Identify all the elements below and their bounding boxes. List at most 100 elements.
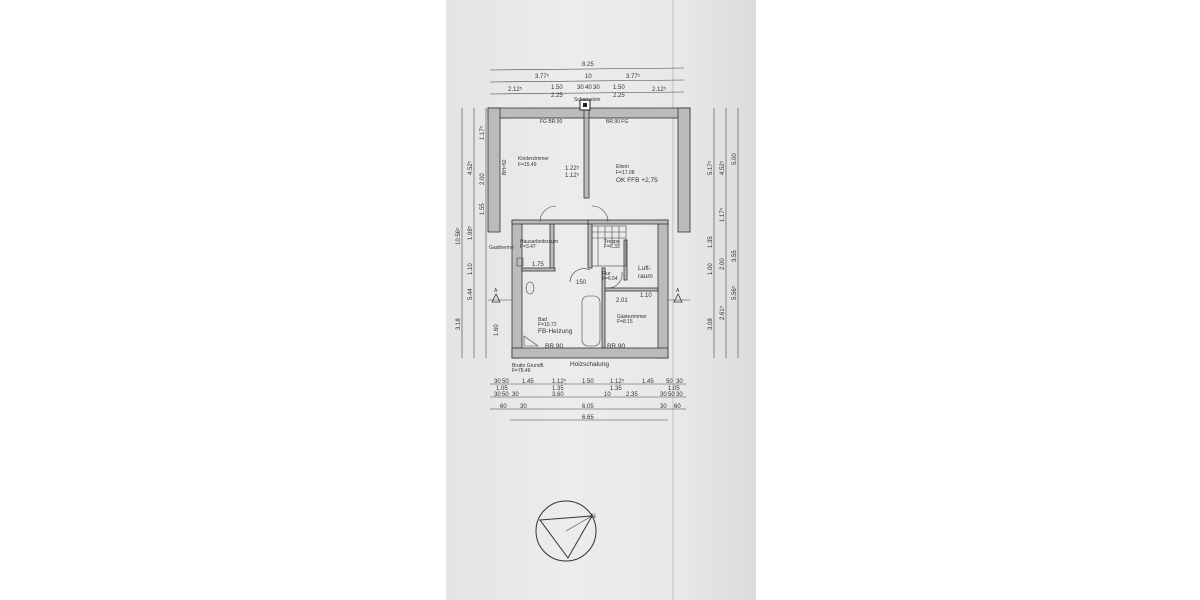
dim: 1.12⁵ xyxy=(565,172,580,179)
room-labels: Schornstein FG BR.90 BR.90 FG BH=50 Kind… xyxy=(489,97,658,374)
dim: 1.55 xyxy=(480,203,486,215)
label-floor-level: OK FFB +2,75 xyxy=(616,177,658,184)
dim: 30 xyxy=(676,379,683,385)
dim: 2.12⁵ xyxy=(652,86,667,93)
dim: 1.35 xyxy=(610,386,622,392)
bottom-dimensions: 30 50 1.45 1.12⁵ 1.50 1.12⁵ 1.45 50 30 1… xyxy=(490,378,686,421)
dim: 1.17⁵ xyxy=(479,125,486,140)
section-label: A xyxy=(676,288,680,294)
toilet xyxy=(525,281,535,295)
dim: 60 xyxy=(500,404,507,410)
dim: 30 xyxy=(494,379,501,385)
dim: 40 xyxy=(585,85,592,91)
label-gross-area-value: F=78.46 xyxy=(512,368,531,374)
dim: 4.52⁵ xyxy=(467,160,474,175)
bathtub xyxy=(581,295,601,347)
dim: 1.50 xyxy=(582,379,594,385)
dim: 3.18 xyxy=(456,318,462,330)
dim: 60 xyxy=(674,404,681,410)
dim-total-width: 8.25 xyxy=(582,62,594,68)
shower xyxy=(523,335,539,347)
dim: 1.45 xyxy=(522,379,534,385)
label-window: FG BR.90 xyxy=(540,119,562,125)
dim: 1.00 xyxy=(708,263,714,275)
dim: 30 xyxy=(593,85,600,91)
dim: 1.98⁵ xyxy=(467,225,474,240)
dim: 1.35 xyxy=(552,386,564,392)
door-swing xyxy=(607,271,623,289)
dim: 1.10 xyxy=(640,293,652,299)
top-dimensions: 8.25 3.77⁵ 10 3.77⁵ 2.12⁵ 1.50 2.25 30 4… xyxy=(489,62,685,99)
dim-total-width: 6.65 xyxy=(582,415,594,421)
section-marker-left: A xyxy=(488,288,512,303)
dim: 50 xyxy=(668,392,675,398)
label-gaestezimmer: Gästezimmer xyxy=(617,314,647,320)
dim: 1.22⁵ xyxy=(565,165,580,172)
left-dimensions: 10.56⁵ 5.44 4.52⁵ 2.00 1.55 1.17⁵ 1.98⁵ … xyxy=(455,108,500,358)
label-hauswirtschaftsraum: Hausarbeitsraum xyxy=(520,239,558,245)
dim: 2.25 xyxy=(551,93,563,99)
dim: 2.61⁵ xyxy=(719,305,726,320)
dim: 6.05 xyxy=(582,404,594,410)
north-arrow-icon: N xyxy=(535,500,597,562)
dim: 1.05 xyxy=(496,386,508,392)
dim: 30 xyxy=(520,404,527,410)
door-swing xyxy=(539,205,557,223)
label-gross-area: Brutto Grundfl. xyxy=(512,363,545,369)
section-label: A xyxy=(494,288,498,294)
door-swing xyxy=(569,268,591,283)
label-area: F=6.54 xyxy=(602,276,618,282)
dim: 5.44 xyxy=(468,288,474,300)
walls xyxy=(487,107,691,359)
dim: 1.17⁵ xyxy=(719,207,726,222)
door-swing xyxy=(591,205,609,223)
label-area: F=8.15 xyxy=(617,319,633,325)
dim: 30 xyxy=(660,404,667,410)
dim: 4.52⁵ xyxy=(719,160,726,175)
dim: 30 xyxy=(660,392,667,398)
label-area: F=6.33 xyxy=(604,244,620,250)
label-eltern: Eltern xyxy=(616,164,629,170)
dim: 2.00 xyxy=(480,173,486,185)
label-luftraum: Luft- xyxy=(638,265,651,272)
label-window: BR.90 xyxy=(607,343,625,350)
dim: 1.12⁵ xyxy=(610,378,625,385)
dim: 2.25 xyxy=(613,93,625,99)
label-flur: Flur xyxy=(602,271,611,277)
dim: 1.75 xyxy=(532,262,544,268)
dim: 1.60 xyxy=(494,324,500,336)
label-area: F=3.47 xyxy=(520,244,536,250)
dim: 30 xyxy=(512,392,519,398)
dim: 3.77⁵ xyxy=(535,73,550,80)
dim: 50 xyxy=(502,379,509,385)
dim: 2.00 xyxy=(720,258,726,270)
label-area: F=17.08 xyxy=(616,170,635,176)
dim: 3.77⁵ xyxy=(626,73,641,80)
dim: 10 xyxy=(604,392,611,398)
dim: 1.50 xyxy=(613,85,625,91)
label-bad: Bad xyxy=(538,317,547,323)
label-parapet: BH=50 xyxy=(502,159,508,175)
dim: 1.12⁵ xyxy=(552,378,567,385)
dim: 3.08 xyxy=(708,318,714,330)
label-area: F=15.49 xyxy=(518,162,537,168)
section-marker-right: A xyxy=(668,288,690,303)
dim: 30 xyxy=(577,85,584,91)
dim: 30 xyxy=(676,392,683,398)
dim: 5.00 xyxy=(732,153,738,165)
dim: 1.45 xyxy=(642,379,654,385)
dim: 3.55 xyxy=(732,250,738,262)
dim: 5.56⁵ xyxy=(731,285,738,300)
label-floor-heating: FB-Heizung xyxy=(538,328,573,335)
dim: 2.01 xyxy=(616,298,628,304)
dim: 3.60 xyxy=(552,392,564,398)
dim: 1.10 xyxy=(468,263,474,275)
label-window: BR.90 FG xyxy=(606,119,628,125)
label-window: BR.90 xyxy=(545,343,563,350)
dim: 10.56⁵ xyxy=(455,227,462,245)
dim: 50 xyxy=(502,392,509,398)
dim: 1.05 xyxy=(668,386,680,392)
dim: 2.35 xyxy=(626,392,638,398)
dim: 10 xyxy=(585,74,592,80)
